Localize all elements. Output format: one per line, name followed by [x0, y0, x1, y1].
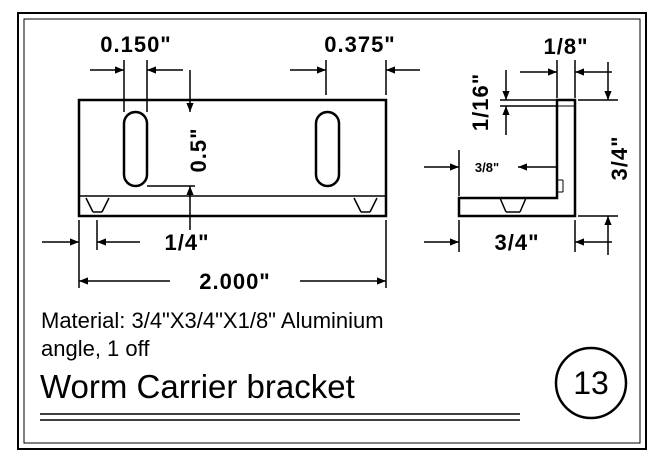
countersink-right [353, 197, 378, 213]
dim-slot-gap [290, 60, 420, 95]
label-slot-width: 0.150" [100, 32, 171, 57]
front-view [77, 98, 388, 218]
material-note-line1: Material: 3/4"X3/4"X1/8" Aluminium [41, 308, 384, 333]
angle-profile [457, 98, 577, 218]
dim-overall-length [79, 220, 387, 288]
dim-edge-offset [42, 220, 140, 288]
drawing-title: Worm Carrier bracket [40, 368, 355, 405]
countersink-side [499, 197, 527, 213]
sheet-number: 13 [573, 365, 609, 401]
label-leg-height: 3/4" [607, 135, 632, 180]
outer-border [17, 12, 647, 450]
dim-slot-width [90, 60, 183, 112]
dim-leg-height [578, 62, 618, 255]
label-inner-width: 3/8" [475, 160, 499, 175]
label-thickness: 1/8" [543, 34, 588, 59]
label-lip: 1/16" [468, 73, 493, 131]
countersink-left [85, 197, 110, 213]
slot-right [314, 110, 341, 188]
dim-thickness [520, 60, 612, 98]
label-slot-height: 0.5" [186, 127, 211, 172]
dim-leg-width [424, 220, 612, 252]
sheet-number-circle [554, 346, 628, 420]
slot-left [122, 110, 149, 188]
side-view [457, 98, 577, 218]
dim-slot-height [147, 70, 195, 230]
dim-inner-width [424, 150, 557, 196]
bracket-face [77, 98, 388, 218]
material-note-line2: angle, 1 off [41, 336, 150, 361]
dim-lip [500, 70, 557, 135]
inner-border [23, 18, 641, 444]
label-slot-gap: 0.375" [324, 32, 395, 57]
label-edge-offset: 1/4" [164, 230, 209, 255]
label-leg-width: 3/4" [494, 230, 539, 255]
label-overall-length: 2.000" [199, 269, 270, 294]
